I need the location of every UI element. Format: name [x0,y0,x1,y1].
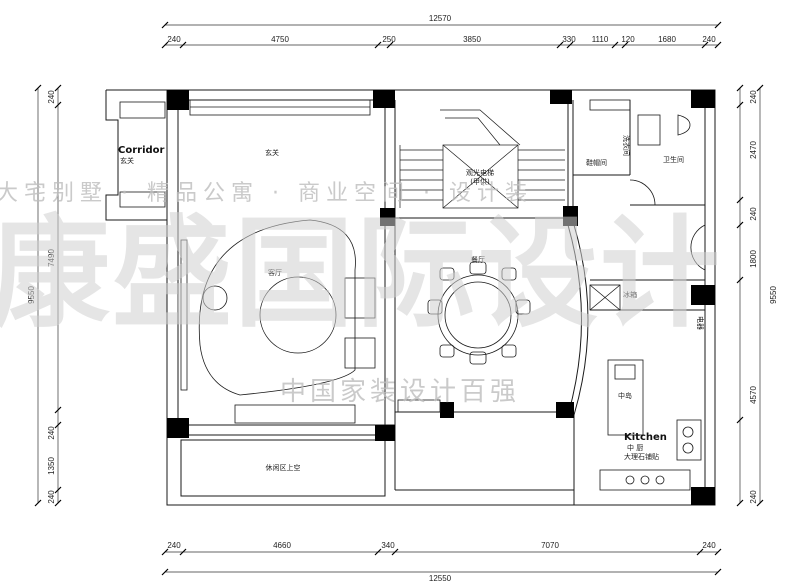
dim-bottom-0: 240 [167,541,181,550]
label-fridge: 冰箱 [623,290,637,299]
label-laundry: 洗衣间 [622,135,631,156]
dimension-tick [386,41,394,49]
label-kitchen-cn: 中 厨 [627,443,643,452]
label-kitchen-en: Kitchen [624,432,667,443]
dim-left-1: 7490 [47,249,56,267]
dim-top-6: 120 [621,35,635,44]
dimension-tick [179,41,187,49]
dim-bottom-4: 240 [702,541,716,550]
label-island: 中岛 [618,391,632,400]
dimension-tick [54,486,62,494]
label-corridor-cn: 玄关 [120,156,134,165]
dimension-tick [54,421,62,429]
dimension-tick [714,21,722,29]
dining-table [427,261,531,365]
dimension-tick [714,548,722,556]
dim-right-4: 4570 [749,386,758,404]
dim-right-1: 2470 [749,141,758,159]
dimension-tick [696,548,704,556]
dimension-tick [374,41,382,49]
dimension-tick [736,416,744,424]
dimension-tick [736,196,744,204]
columns [167,90,715,505]
dimension-tick [556,41,564,49]
stair-elevator [399,109,565,209]
dim-bottom-3: 7070 [541,541,559,550]
label-dining: 餐厅 [471,255,485,264]
dimension-tick [736,276,744,284]
dim-right-0: 240 [749,90,758,104]
dimension-tick [161,548,169,556]
windows [119,99,631,413]
dimension-tick [701,41,709,49]
dim-top-1: 4750 [271,35,289,44]
dim-top-3: 3850 [463,35,481,44]
dimension-tick [374,548,382,556]
dimension-tick [756,499,764,507]
dimension-lines [37,24,761,573]
label-corridor-en: Corridor [118,145,165,156]
label-appliance: 电器 [696,316,705,330]
dim-bottom-total: 12550 [429,574,452,583]
dimension-ticks [34,21,764,576]
dim-top-8: 240 [702,35,716,44]
dim-bottom-2: 340 [381,541,395,550]
dimension-tick [714,41,722,49]
label-kitchen-note: 大理石铺贴 [624,452,659,461]
dimension-tick [714,568,722,576]
watermark-brand: 康盛国际设计 [0,205,722,344]
dimension-tick [736,221,744,229]
watermark-sub: 中国家装设计百强 [280,377,520,407]
dimension-tick [54,406,62,414]
dimension-tick [566,41,574,49]
dimension-tick [54,499,62,507]
dim-right-5: 240 [749,490,758,504]
dim-left-0: 240 [47,90,56,104]
dim-left-total: 9550 [27,286,36,304]
dimension-tick [736,499,744,507]
dim-right-3: 1800 [749,250,758,268]
dim-top-total: 12570 [429,14,452,23]
dimension-tick [736,101,744,109]
kitchen-fixtures [589,114,706,491]
dim-top-0: 240 [167,35,181,44]
living-furniture [198,219,376,424]
dimension-tick [179,548,187,556]
label-terrace: 休闲区上空 [266,463,301,472]
dimension-tick [621,41,629,49]
dim-top-7: 1680 [658,35,676,44]
dimension-tick [161,568,169,576]
dim-left-4: 240 [47,490,56,504]
dim-right-2: 240 [749,207,758,221]
dimension-tick [611,41,619,49]
dimension-tick [391,548,399,556]
label-living: 客厅 [268,268,282,277]
dim-top-5: 1110 [592,35,609,44]
dimension-tick [54,84,62,92]
dimension-tick [34,499,42,507]
dim-top-2: 250 [382,35,396,44]
label-elevator: 观光电梯 [466,168,494,177]
dimension-tick [34,84,42,92]
dimension-tick [736,84,744,92]
dim-right-total: 9550 [769,286,778,304]
label-shoe-room: 鞋帽间 [586,158,607,167]
dim-top-4: 330 [562,35,576,44]
dim-left-3: 1350 [47,457,56,475]
dimension-tick [756,84,764,92]
label-foyer: 玄关 [265,148,279,157]
dim-bottom-1: 4660 [273,541,291,550]
dimension-tick [161,41,169,49]
dim-left-2: 240 [47,426,56,440]
label-elevator-sub: (甲供) [470,177,490,186]
watermark-slogan: 大宅别墅 · 精品公寓 · 商业空间 · 设计装 [0,181,533,206]
label-bathroom: 卫生间 [663,155,684,164]
dimension-tick [54,101,62,109]
dimension-tick [161,21,169,29]
